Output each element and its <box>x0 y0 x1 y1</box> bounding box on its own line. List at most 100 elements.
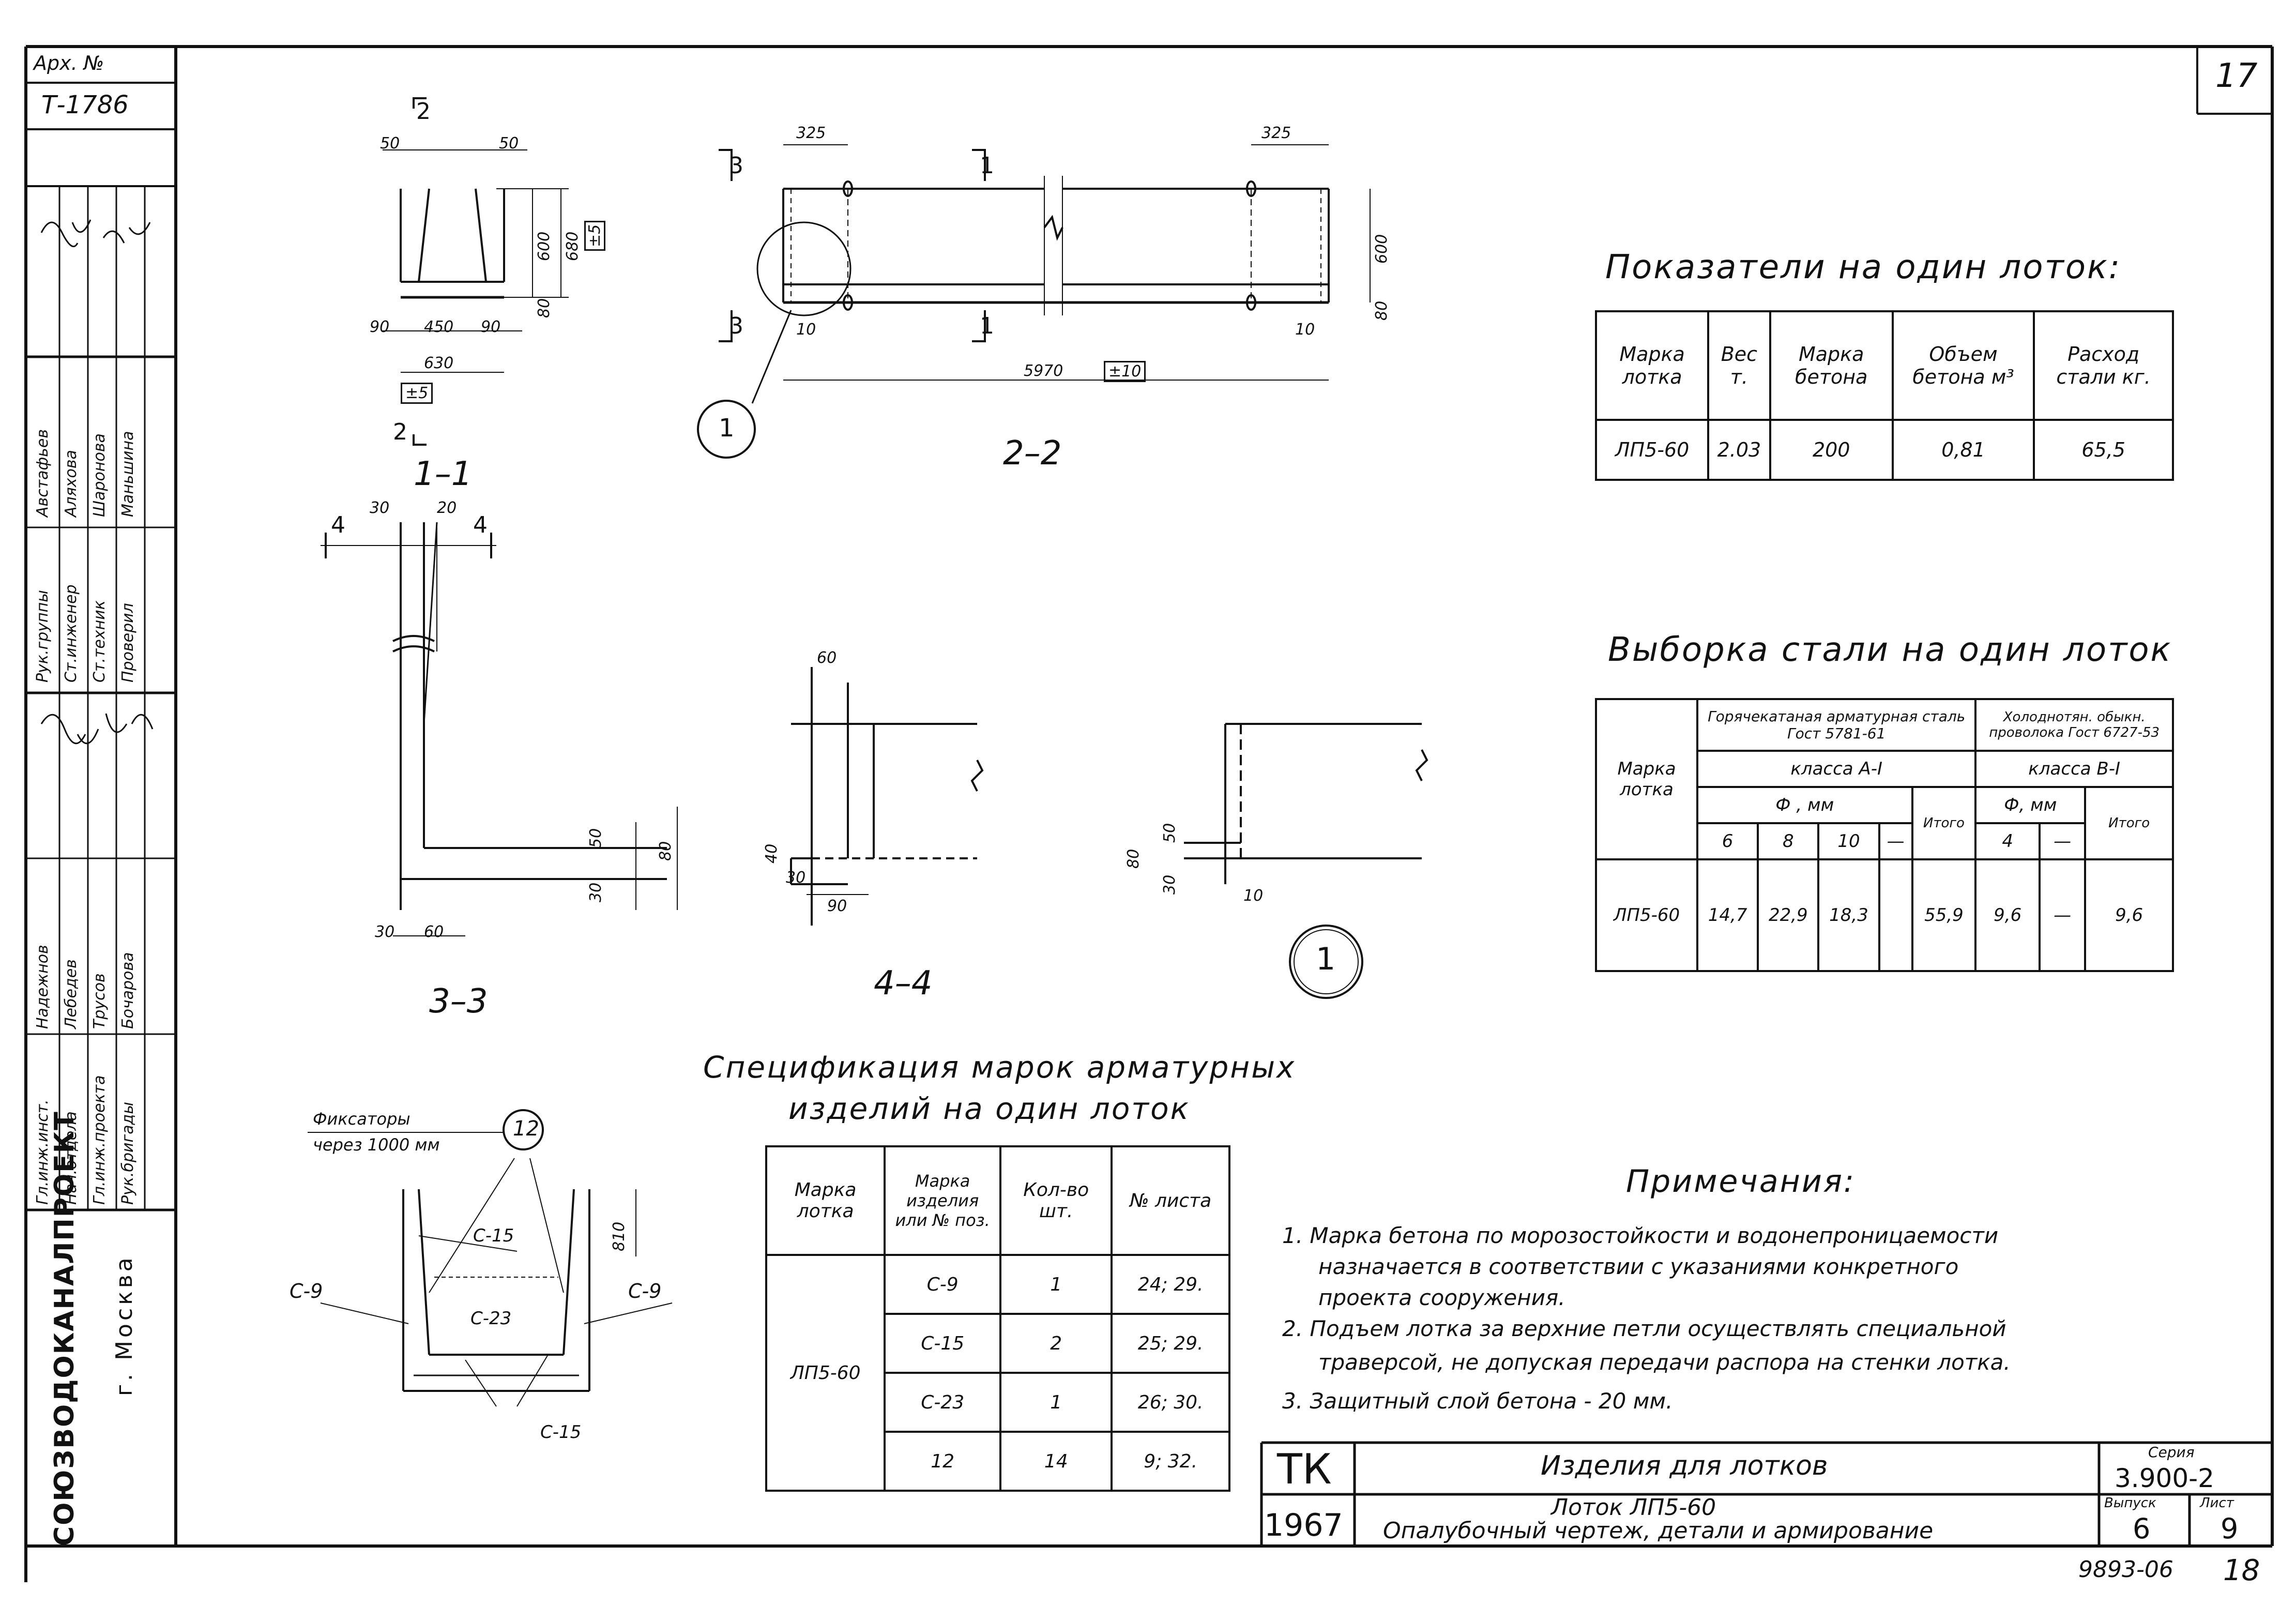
tb-series: 3.900-2 <box>2115 1463 2214 1493</box>
indicators-title: Показатели на один лоток: <box>1605 248 2122 286</box>
spec-table: Марка лотка Марка изделия или № поз. Кол… <box>765 1145 1230 1492</box>
ind-mark: ЛП5-60 <box>1594 419 1710 481</box>
arch-no: Т-1786 <box>41 90 129 119</box>
ind-h-volume: Объем бетона м³ <box>1891 310 2035 421</box>
tb-sheet-label: Лист <box>2200 1495 2234 1511</box>
s22-dim-5970: 5970 <box>1024 362 1063 380</box>
steel-d-8: 8 <box>1757 822 1820 860</box>
steel-h-total-b: Итого <box>2084 786 2174 860</box>
rebar-mark-c9-left: С-9 <box>290 1280 323 1302</box>
stamp-name-4: Бочарова <box>119 952 137 1029</box>
stamp-role-8: Проверил <box>119 603 137 683</box>
fixators-spacing: через 1000 мм <box>313 1135 440 1155</box>
steel-h-total: Итого <box>1911 786 1977 860</box>
ind-h-concrete: Марка бетона <box>1769 310 1894 421</box>
bottom-number: 18 <box>2223 1554 2260 1587</box>
rebar-mark-c15-bottom: С-15 <box>540 1422 582 1443</box>
rebar-dim-810: 810 <box>610 1221 628 1251</box>
s11-tol-680: ±5 <box>584 220 605 251</box>
note-line-6: 3. Защитный слой бетона - 20 мм. <box>1282 1388 1673 1414</box>
ind-concrete: 200 <box>1769 419 1894 481</box>
stamp-name-6: Аляхова <box>62 450 80 517</box>
n1-dim-50: 50 <box>1161 823 1179 843</box>
spec-title-1: Спецификация марок арматурных <box>703 1050 1296 1085</box>
steel-r-10: 18,3 <box>1817 858 1880 972</box>
ind-steel: 65,5 <box>2033 419 2174 481</box>
n1-label: 1 <box>1316 941 1336 977</box>
tb-title: Изделия для лотков <box>1541 1450 1828 1481</box>
rebar-mark-c23: С-23 <box>470 1308 512 1329</box>
s11-dim-50b: 50 <box>499 134 519 153</box>
arch-no-label: Арх. № <box>34 52 104 74</box>
spec-sheet-1: 24; 29. <box>1111 1254 1230 1315</box>
s44-dim-60: 60 <box>817 649 837 667</box>
ind-weight: 2.03 <box>1707 419 1771 481</box>
steel-title: Выборка стали на один лоток <box>1608 631 2172 669</box>
stamp-name-2: Лебедев <box>62 959 80 1029</box>
spec-sheet-3: 26; 30. <box>1111 1372 1230 1433</box>
note-line-5: траверсой, не допуская передачи распора … <box>1318 1350 2011 1375</box>
s33-cut-right: 4 <box>473 512 488 538</box>
steel-r-dash: — <box>2039 858 2087 972</box>
spec-h-mark: Марка лотка <box>765 1145 886 1256</box>
rebar-mark-c9-right: С-9 <box>628 1280 662 1302</box>
steel-r-6: 14,7 <box>1696 858 1759 972</box>
steel-d-10: 10 <box>1817 822 1880 860</box>
spec-item-4: 12 <box>884 1431 1002 1492</box>
steel-table: Марка лотка Горячекатаная арматурная ста… <box>1595 698 2174 972</box>
n1-dim-10: 10 <box>1243 887 1264 905</box>
s22-cut-d: 1 <box>980 313 994 339</box>
s11-dim-90b: 90 <box>481 318 501 336</box>
note-line-1: 1. Марка бетона по морозостойкости и вод… <box>1282 1223 1999 1248</box>
s44-dim-90: 90 <box>827 897 847 915</box>
spec-qty-4: 14 <box>999 1431 1113 1492</box>
corner-sheet-number: 17 <box>2215 57 2258 95</box>
steel-d-6: 6 <box>1696 822 1759 860</box>
s11-cut-bottom: 2 <box>393 419 407 445</box>
stamp-name-1: Надежнов <box>34 945 52 1029</box>
spec-qty-3: 1 <box>999 1372 1113 1433</box>
s22-tol-5970: ±10 <box>1104 361 1146 382</box>
n1-dim-30: 30 <box>1161 874 1179 895</box>
steel-d-4: 4 <box>1974 822 2041 860</box>
s22-dim-10a: 10 <box>796 321 816 339</box>
s33-dim-30: 30 <box>370 499 390 517</box>
s44-label: 4–4 <box>874 964 933 1003</box>
steel-h-hot: Горячекатаная арматурная сталь Гост 5781… <box>1696 698 1977 752</box>
steel-d-dash-b: — <box>2039 822 2087 860</box>
s22-dim-80: 80 <box>1373 300 1391 321</box>
s22-dim-600: 600 <box>1373 234 1391 264</box>
stamp-name-3: Трусов <box>90 973 109 1029</box>
stamp-name-5: Австафьев <box>34 429 52 517</box>
steel-r-mark: ЛП5-60 <box>1595 858 1698 972</box>
stamp-role-7: Ст.техник <box>90 600 109 683</box>
stamp-name-7: Шаронова <box>90 433 109 517</box>
s11-cut-top: 2 <box>416 98 431 125</box>
steel-h-class-b: класса В-I <box>1974 750 2174 788</box>
tb-year: 1967 <box>1264 1507 1343 1543</box>
tb-subtitle-2: Опалубочный чертеж, детали и армирование <box>1383 1518 1934 1544</box>
tb-issue: 6 <box>2133 1512 2151 1545</box>
s33-label: 3–3 <box>429 982 488 1021</box>
tb-series-label: Серия <box>2148 1444 2195 1461</box>
tb-sheet: 9 <box>2221 1512 2239 1545</box>
s11-dim-630: 630 <box>424 354 454 372</box>
note-line-2: назначается в соответствии с указаниями … <box>1318 1254 1959 1279</box>
s33-dim-30c: 30 <box>375 923 395 941</box>
s22-dim-325a: 325 <box>796 124 826 142</box>
s44-dim-30: 30 <box>786 869 806 887</box>
indicators-table: Марка лотка Вес т. Марка бетона Объем бе… <box>1594 310 2174 481</box>
steel-h-cold: Холоднотян. обыкн. проволока Гост 6727-5… <box>1974 698 2174 752</box>
s11-dim-50a: 50 <box>380 134 400 153</box>
steel-r-extra <box>1878 858 1913 972</box>
spec-title-2: изделий на один лоток <box>788 1091 1190 1126</box>
s22-cut-c: 3 <box>729 313 743 339</box>
spec-qty-1: 1 <box>999 1254 1113 1315</box>
s33-dim-60: 60 <box>424 923 444 941</box>
s11-dim-90a: 90 <box>370 318 390 336</box>
s11-dim-680: 680 <box>564 231 582 261</box>
s11-tol-630: ±5 <box>401 383 433 404</box>
s22-dim-325b: 325 <box>1261 124 1291 142</box>
stamp-role-3: Гл.инж.проекта <box>90 1075 109 1205</box>
s11-dim-600: 600 <box>535 231 553 261</box>
